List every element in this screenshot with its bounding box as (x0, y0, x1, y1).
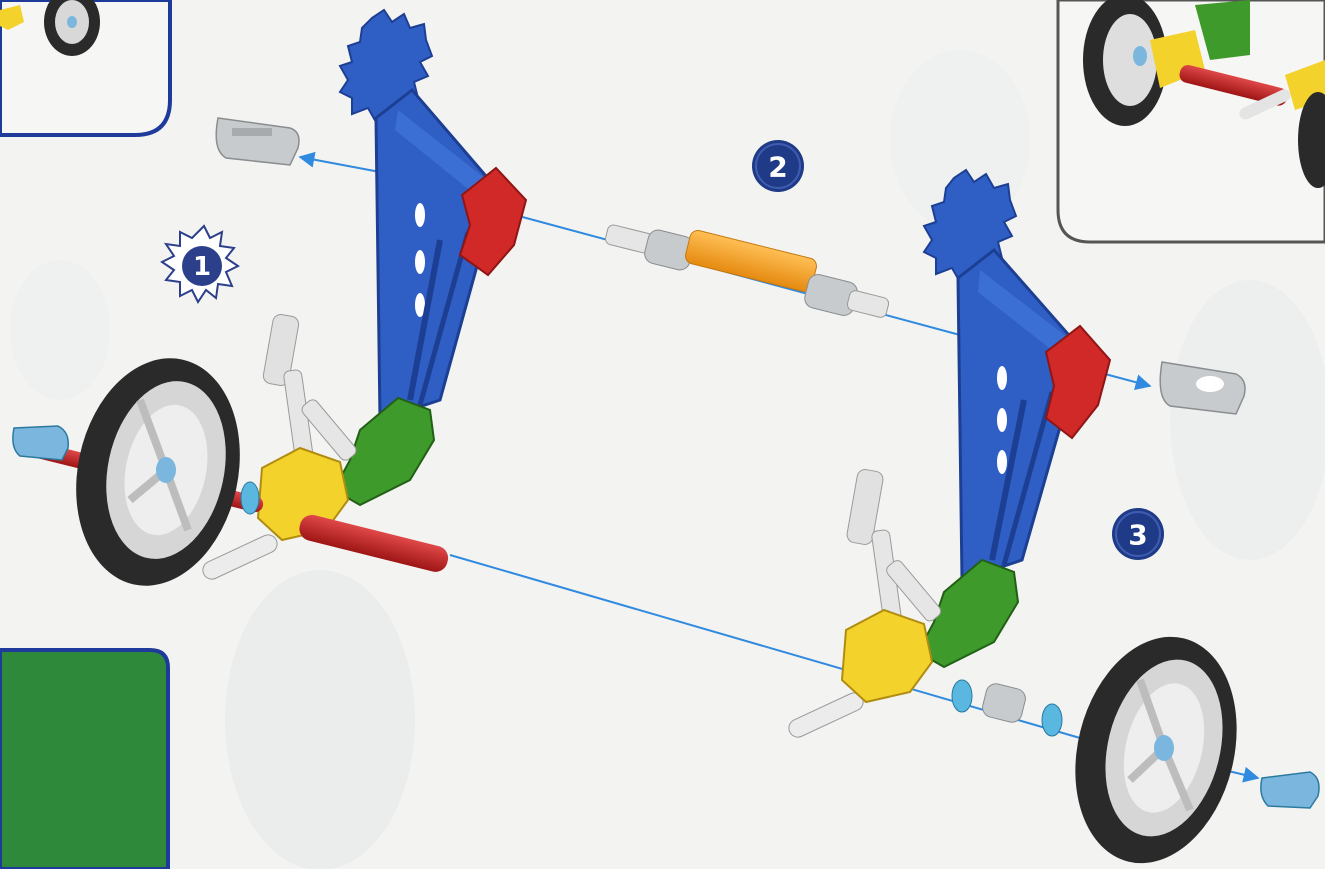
wheel-icon (1052, 620, 1259, 869)
inset-panel-top-left (0, 0, 170, 135)
green-panel-bottom-left (0, 650, 168, 869)
step-badge-2: 2 (752, 140, 804, 192)
cap-icon (1261, 772, 1319, 808)
wheel-icon (1083, 0, 1167, 126)
arrow-icon (300, 157, 380, 172)
step-badge-3: 3 (1112, 508, 1164, 560)
axle-rod-icon (684, 229, 818, 293)
step-label-2: 2 (768, 151, 787, 184)
axle-rod-icon (297, 512, 451, 574)
step-label-3: 3 (1128, 519, 1147, 552)
inset-panel-top-right (1058, 0, 1325, 242)
step-label-1: 1 (193, 252, 211, 282)
cap-icon (13, 426, 68, 460)
spacer-icon (952, 680, 1062, 736)
yellow-connector (842, 610, 932, 702)
step-badge-1: 1 (162, 226, 238, 302)
cap-icon (216, 118, 299, 165)
center-rod (604, 224, 890, 319)
